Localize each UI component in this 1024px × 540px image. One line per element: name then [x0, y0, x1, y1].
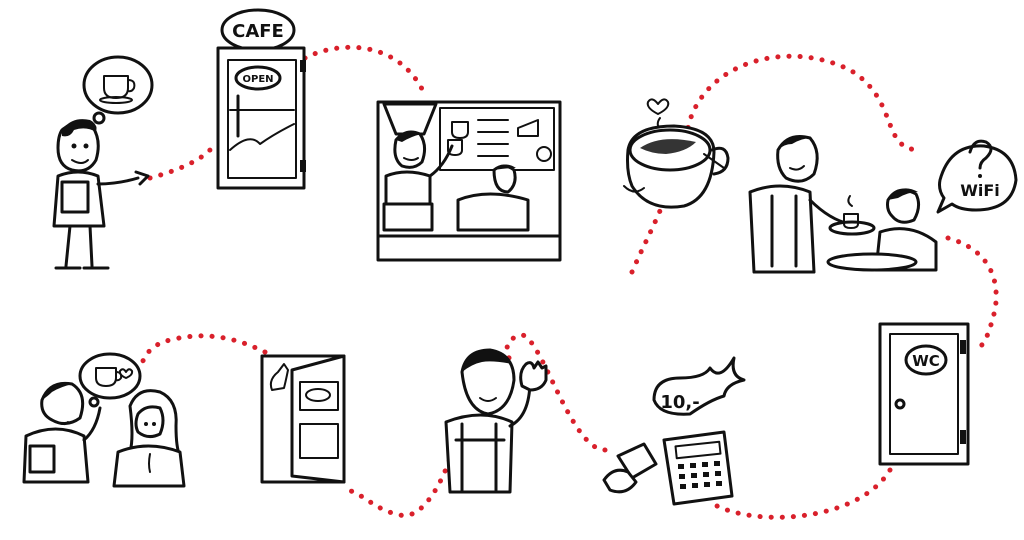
wifi-speech-icon: WiFi — [936, 139, 1018, 214]
path-segment-2 — [302, 44, 428, 98]
thought-bubble-cup-icon — [82, 55, 154, 133]
journey-path — [137, 44, 999, 520]
path-segment-3 — [629, 53, 923, 275]
path-segment-5 — [712, 467, 893, 520]
couple-talking-icon — [22, 352, 186, 488]
path-segment-6 — [504, 332, 608, 453]
price-text: 10,- — [660, 392, 699, 413]
barista-serving-icon — [748, 135, 938, 274]
thought-bubble-cup-heart-icon — [78, 352, 142, 408]
customer-wanting-coffee — [52, 55, 154, 270]
path-segment-8 — [137, 333, 268, 371]
waving-barista-icon — [444, 348, 548, 494]
open-sign-text: OPEN — [242, 74, 273, 85]
wc-text: WC — [912, 352, 940, 370]
coffee-counter-icon — [376, 100, 562, 262]
customer-figure-icon — [52, 119, 150, 270]
payment-terminal-icon: 10,- — [602, 356, 746, 506]
wifi-text: WiFi — [960, 181, 1000, 200]
coffee-cup-heart-icon — [623, 98, 730, 209]
heart-icon — [646, 98, 670, 115]
cafe-sign-text: CAFE — [232, 21, 284, 42]
path-segment-1 — [147, 147, 213, 181]
exit-door-icon — [260, 354, 346, 484]
wc-door-icon: WC — [878, 322, 970, 466]
cafe-door-icon: CAFE OPEN — [216, 8, 306, 190]
path-segment-7 — [345, 447, 456, 518]
